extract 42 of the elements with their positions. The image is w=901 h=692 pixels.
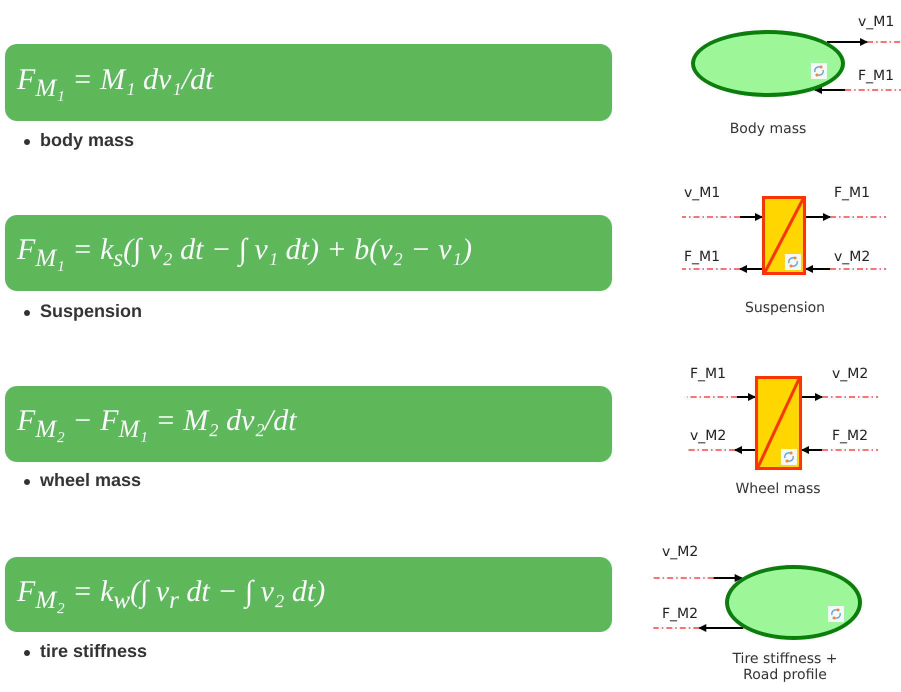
block-caption: Wheel mass — [734, 481, 822, 497]
block-rectangle — [755, 376, 802, 470]
equation: F$_{M₁}$ = k$_{s}$(∫ v₂ dt − ∫ v₁ dt) + b(v₂ − v₁) — [17, 233, 472, 273]
arrow — [740, 213, 763, 221]
arrow — [739, 265, 762, 273]
port-label: v_M2 — [662, 544, 698, 560]
port-label: F_M2 — [832, 428, 868, 444]
arrow — [814, 86, 846, 94]
arrow — [734, 446, 755, 454]
equation-box — [5, 44, 612, 121]
arrow — [714, 574, 743, 582]
bullet-text: tire stiffness — [40, 641, 148, 662]
port-label: F_M1 — [684, 249, 720, 265]
port-label: F_M1 — [690, 366, 726, 382]
arrow — [806, 213, 831, 221]
block-rectangle — [762, 196, 806, 275]
port-label: F_M1 — [834, 185, 870, 201]
bullet-text: body mass — [40, 130, 134, 151]
block-caption: Body mass — [728, 121, 808, 137]
arrow — [802, 393, 823, 401]
port-label: v_M2 — [690, 428, 726, 444]
equation: F$_{M₂}$ = k$_{w}$(∫ v$_{r}$ dt − ∫ v₂ dt) — [17, 574, 326, 614]
port-label: v_M2 — [834, 249, 870, 265]
port-label: F_M1 — [858, 68, 894, 84]
equation-box — [5, 557, 612, 632]
block-caption: Tire stiffness + Road profile — [731, 651, 839, 683]
port-label: v_M1 — [684, 185, 720, 201]
arrow — [827, 38, 868, 46]
port-label: F_M2 — [662, 606, 698, 622]
arrow — [805, 265, 830, 273]
arrow — [737, 393, 756, 401]
equation: F$_{M₂}$ − F$_{M₁}$ = M₂ dv₂/dt — [17, 404, 297, 444]
arrow — [698, 624, 744, 632]
bullet-text: wheel mass — [40, 470, 142, 491]
block-caption: Suspension — [744, 300, 826, 316]
arrow — [801, 446, 822, 454]
equation: F$_{M₁}$ = M₁ dv₁/dt — [17, 62, 214, 102]
equation-box — [5, 386, 612, 462]
bullet-text: Suspension — [40, 301, 142, 322]
port-label: v_M2 — [832, 366, 868, 382]
equation-box — [5, 215, 612, 291]
port-label: v_M1 — [858, 14, 894, 30]
